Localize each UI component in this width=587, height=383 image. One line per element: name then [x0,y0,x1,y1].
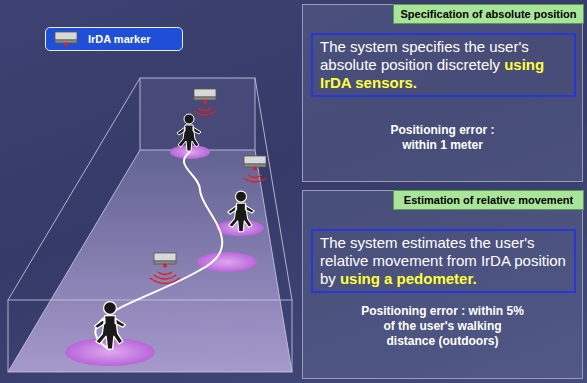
header-text: Estimation of relative movement [404,194,573,206]
highlight-text: using a pedometer. [340,270,477,287]
walking-person [95,114,255,349]
corridor-back [140,78,255,150]
walking-path [95,152,222,350]
legend-marker-box: IrDA marker [45,27,183,51]
description-box: The system specifies the user's absolute… [311,33,576,97]
description-box: The system estimates the user's relative… [311,229,576,293]
description-text: The system estimates the user's relative… [320,234,567,288]
irda-markers [154,89,266,268]
error-note: Positioning error : within 5% of the use… [360,304,525,349]
header-text: Specification of absolute position [400,8,576,20]
error-note: Positioning error : within 1 meter [378,123,508,153]
section-header: Estimation of relative movement [393,190,584,210]
ir-signal [150,108,266,284]
marker-icon [54,31,78,47]
corridor-edges [8,78,292,372]
marker-label: IrDA marker [88,33,151,45]
floor-disc [197,252,257,272]
result-panel: Positioning error : within 1 meter Specif… [302,4,583,182]
section-header: Specification of absolute position [393,4,584,24]
body-text: The system specifies the user's absolute… [320,38,529,73]
description-text: The system specifies the user's absolute… [320,38,567,92]
result-panel: Positioning error : within 5% of the use… [302,190,583,379]
corridor-floor [8,150,292,372]
